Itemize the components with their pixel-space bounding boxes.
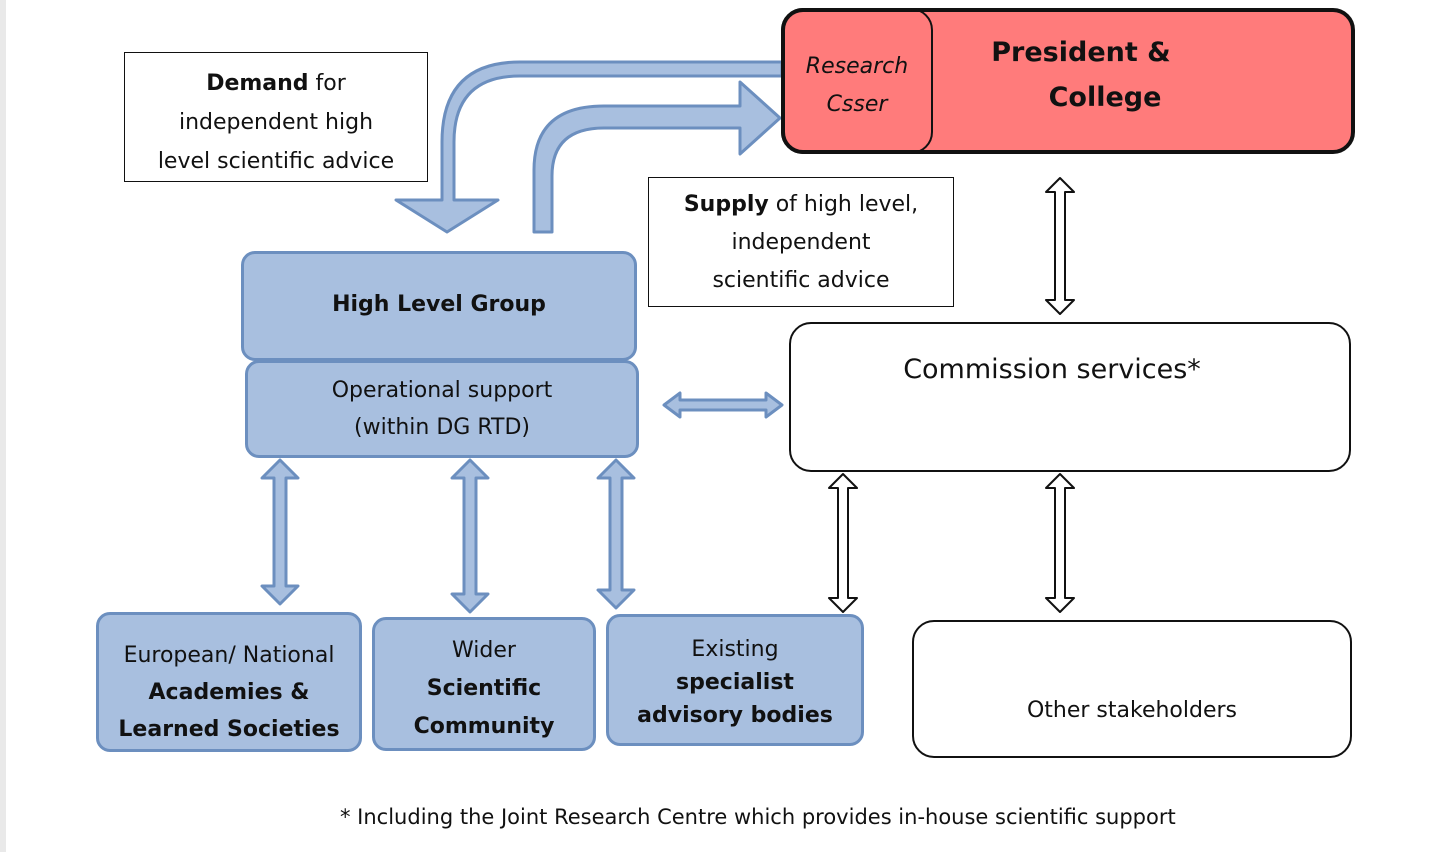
existing-text-2: specialist xyxy=(676,670,794,695)
research-commissioner-box: Research Csser xyxy=(781,8,933,154)
supply-text-3: scientific advice xyxy=(712,268,890,293)
csser-label: Csser xyxy=(826,92,888,117)
president-commission-double-arrow xyxy=(1045,177,1075,315)
commission-stakeholders-double-arrow xyxy=(1045,473,1075,613)
operational-support-label: Operational support xyxy=(331,378,553,403)
supply-arrow xyxy=(532,80,782,234)
supply-text-2: independent xyxy=(731,230,871,255)
existing-bodies-box: Existing specialist advisory bodies xyxy=(606,614,864,746)
demand-text-1: for xyxy=(308,71,346,96)
footnote-text: * Including the Joint Research Centre wh… xyxy=(340,805,1176,829)
supply-keyword: Supply xyxy=(683,192,769,217)
academies-text-1: European/ National xyxy=(123,643,335,668)
demand-keyword: Demand xyxy=(206,71,309,96)
wider-double-arrow xyxy=(450,458,490,614)
within-dg-rtd-label: (within DG RTD) xyxy=(354,415,530,440)
left-margin-strip xyxy=(0,0,6,852)
existing-commission-double-arrow xyxy=(828,473,858,613)
demand-text-3: level scientific advice xyxy=(157,149,395,174)
demand-arrow xyxy=(394,60,784,234)
high-level-group-label: High Level Group xyxy=(332,292,546,317)
college-label: College xyxy=(1048,82,1162,113)
academies-double-arrow xyxy=(260,458,300,606)
demand-text-2: independent high xyxy=(178,110,374,135)
ops-commission-double-arrow xyxy=(662,391,784,419)
high-level-group-box: High Level Group xyxy=(241,251,637,361)
academies-box: European/ National Academies & Learned S… xyxy=(96,612,362,752)
supply-note: Supply of high level, independent scient… xyxy=(648,177,954,307)
supply-text-1: of high level, xyxy=(768,192,919,217)
commission-services-box: Commission services* xyxy=(789,322,1351,472)
commission-services-label: Commission services* xyxy=(903,354,1201,385)
existing-text-1: Existing xyxy=(691,637,779,662)
other-stakeholders-label: Other stakeholders xyxy=(1026,698,1238,723)
academies-text-2: Academies & xyxy=(148,680,310,705)
academies-text-3: Learned Societies xyxy=(118,717,340,742)
other-stakeholders-box: Other stakeholders xyxy=(912,620,1352,758)
demand-note: Demand for independent high level scient… xyxy=(124,52,428,182)
president-title: President & College xyxy=(955,30,1255,120)
president-label: President & xyxy=(991,37,1171,68)
research-label: Research xyxy=(805,54,909,79)
president-college-box xyxy=(781,8,1355,154)
existing-text-3: advisory bodies xyxy=(637,703,833,728)
wider-community-box: Wider Scientific Community xyxy=(372,617,596,751)
wider-text-2: Scientific xyxy=(426,676,542,701)
footnote: * Including the Joint Research Centre wh… xyxy=(300,800,1380,834)
existing-double-arrow xyxy=(596,458,636,610)
operational-support-box: Operational support (within DG RTD) xyxy=(245,360,639,458)
wider-text-3: Community xyxy=(413,714,555,739)
wider-text-1: Wider xyxy=(452,638,516,663)
